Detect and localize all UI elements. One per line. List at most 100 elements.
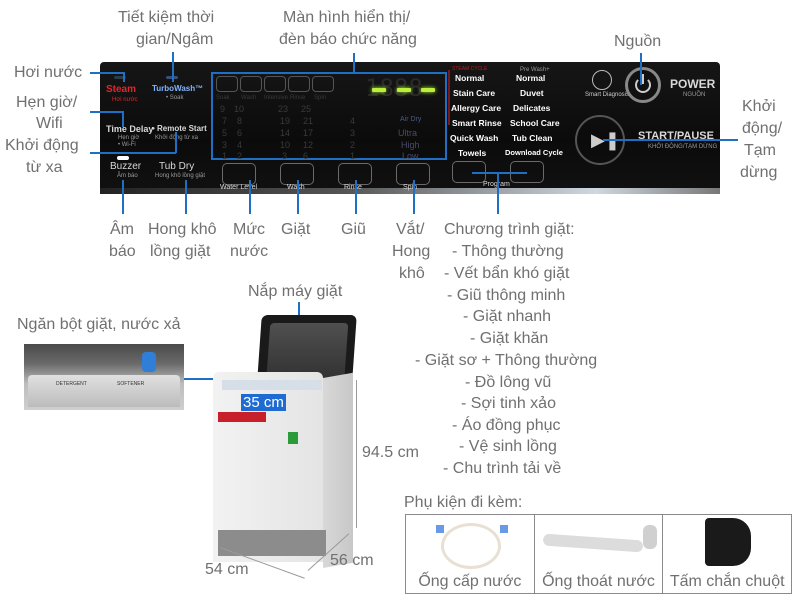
- program-description: - Giũ thông minh: [447, 287, 566, 304]
- program-allergy-care[interactable]: Allergy Care: [451, 103, 502, 113]
- rinse-button-label: Rinse: [344, 184, 362, 191]
- callout-time-delay: Wifi: [36, 115, 63, 132]
- washer-label-red: [218, 412, 266, 422]
- accessory-label: Ống thoát nước: [542, 573, 655, 590]
- program-download-cycle[interactable]: Download Cycle: [505, 148, 563, 157]
- callout-start-pause: động/: [742, 120, 783, 137]
- program-delicates[interactable]: Delicates: [513, 103, 551, 113]
- leader-line: [297, 180, 299, 214]
- display-dash: [421, 88, 435, 92]
- program-description: - Vết bẩn khó giặt: [444, 265, 570, 282]
- display-number: 2: [237, 151, 243, 161]
- callout-lid: Nắp máy giặt: [248, 283, 343, 300]
- hose-connector: [500, 525, 508, 533]
- program-description: - Thông thường: [452, 243, 564, 260]
- program-description: - Giặt khăn: [470, 330, 549, 347]
- program-label: Program: [483, 181, 510, 188]
- display-number: 6: [303, 151, 309, 161]
- turbowash-button-label[interactable]: TurboWash™: [152, 84, 204, 93]
- wash-button-label: Wash: [287, 184, 305, 191]
- display-number: 3: [222, 140, 228, 150]
- smart-diagnosis-icon[interactable]: [592, 70, 612, 90]
- play-pause-icon: ▶❚: [591, 130, 620, 150]
- intensive-label: Intensive: [264, 95, 289, 101]
- accessory-label: Tấm chắn chuột: [669, 573, 785, 590]
- display-number: 3: [350, 128, 356, 138]
- accessory-drain-hose: Ống thoát nước: [535, 515, 664, 593]
- water-level-label: Water Level: [220, 184, 258, 191]
- leader-line: [355, 180, 357, 214]
- callout-buzzer: báo: [109, 243, 136, 260]
- callout-water-level: Mức: [233, 221, 266, 238]
- program-description: - Chu trình tải về: [443, 460, 562, 477]
- display-number: 1: [222, 151, 228, 161]
- callout-detergent-drawer: Ngăn bột giặt, nước xả: [17, 316, 181, 333]
- program-quick-wash[interactable]: Quick Wash: [450, 133, 499, 143]
- callout-rinse: Giũ: [341, 221, 366, 238]
- power-icon: [635, 77, 651, 93]
- display-number: 10: [280, 140, 291, 150]
- leader-line: [249, 180, 251, 214]
- program-prewash-normal[interactable]: Normal: [516, 73, 546, 83]
- power-button[interactable]: [625, 67, 661, 103]
- leader-line: [497, 172, 499, 214]
- display-number: 3: [282, 151, 288, 161]
- callout-start-pause: Tạm: [744, 142, 776, 159]
- program-description: - Vệ sinh lồng: [459, 438, 557, 455]
- display-number: 4: [237, 140, 243, 150]
- buzzer-led: [117, 156, 129, 160]
- program-duvet[interactable]: Duvet: [520, 88, 544, 98]
- drain-hose-image: [542, 533, 643, 553]
- steam-button-label[interactable]: Steam: [106, 84, 137, 95]
- display-number: 2: [350, 140, 356, 150]
- display-number: 17: [303, 128, 314, 138]
- callout-steam: Hơi nước: [14, 64, 83, 81]
- program-normal[interactable]: Normal: [455, 73, 485, 83]
- leader-line: [298, 302, 300, 322]
- callout-start-pause: dừng: [740, 164, 778, 181]
- leader-line: [122, 111, 124, 127]
- softener-cap: [142, 352, 156, 372]
- program-towels[interactable]: Towels: [458, 148, 487, 158]
- spin-label: Spin: [314, 95, 327, 101]
- tub-dry-button-label[interactable]: Tub Dry: [159, 161, 195, 172]
- display-number: 23: [278, 104, 289, 114]
- remote-start-label[interactable]: • Remote Start: [152, 124, 207, 133]
- program-stain-care[interactable]: Stain Care: [453, 88, 496, 98]
- water-level-button[interactable]: [222, 163, 256, 185]
- air-dry-label: Air Dry: [400, 116, 422, 123]
- callout-tub-dry: lồng giặt: [150, 243, 211, 260]
- leader-line: [90, 111, 123, 113]
- callout-start-pause: Khởi: [742, 98, 776, 115]
- wash-label: Wash: [241, 95, 257, 101]
- side-dimension: 56 cm: [330, 552, 374, 569]
- program-description: - Sợi tinh xảo: [461, 395, 556, 412]
- accessories-title: Phụ kiện đi kèm:: [404, 494, 523, 511]
- leader-line: [353, 53, 355, 73]
- program-smart-rinse[interactable]: Smart Rinse: [452, 118, 502, 128]
- callout-water-level: nước: [230, 243, 269, 260]
- power-icon-bar: [642, 74, 644, 84]
- program-description: - Áo đồng phục: [452, 417, 561, 434]
- depth-dimension: 35 cm: [241, 394, 286, 411]
- program-school-care[interactable]: School Care: [510, 118, 560, 128]
- program-tub-clean[interactable]: Tub Clean: [512, 133, 553, 143]
- buzzer-sub: Âm báo: [117, 173, 138, 179]
- leader-line: [640, 53, 642, 85]
- softener-label: SOFTENER: [117, 381, 145, 387]
- low-label: Low: [402, 151, 419, 161]
- display-number: 25: [301, 104, 312, 114]
- display-number: 1: [350, 151, 356, 161]
- steam-led: [114, 76, 126, 79]
- buzzer-button-label[interactable]: Buzzer: [110, 161, 142, 172]
- leader-line: [413, 180, 415, 214]
- height-dimension-line: [356, 380, 357, 528]
- accessory-inlet-hose: Ống cấp nước: [406, 515, 535, 593]
- wash-indicator-icon: [240, 76, 262, 92]
- hose-connector: [436, 525, 444, 533]
- washer-top: [222, 380, 322, 390]
- callout-spin: khô: [399, 265, 425, 282]
- leader-line: [123, 72, 125, 82]
- time-delay-button-label[interactable]: Time Delay: [106, 124, 154, 134]
- display-number: 21: [303, 116, 314, 126]
